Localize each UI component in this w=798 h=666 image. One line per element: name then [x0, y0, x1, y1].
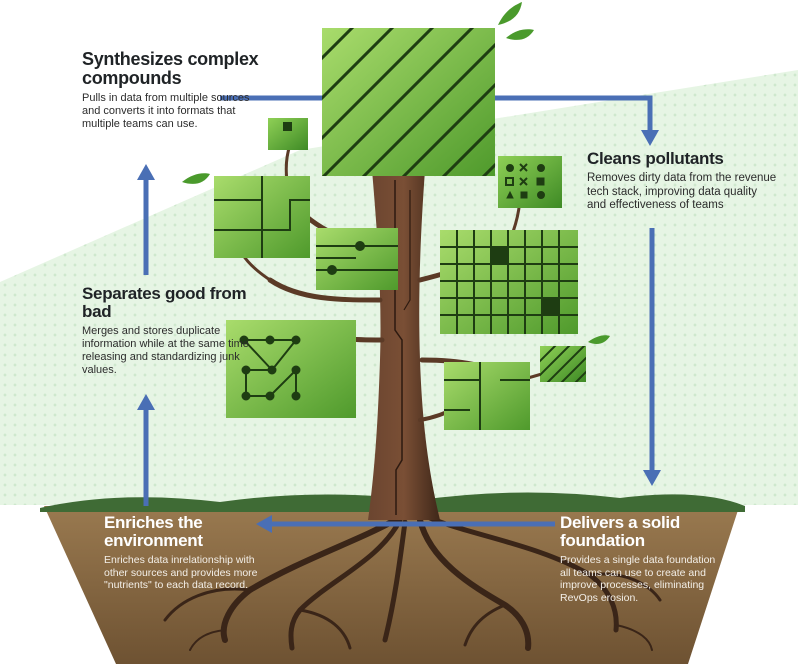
grid-icon [440, 230, 578, 334]
delivers-title: Delivers a solid foundation [560, 513, 680, 550]
enriches-title: Enriches the environment [104, 513, 203, 550]
enriches-block: Enriches the environment Enriches data i… [104, 514, 264, 592]
circuit-icon-2 [444, 362, 530, 430]
synthesizes-desc: Pulls in data from multiple sources and … [82, 92, 250, 130]
synthesizes-title: Synthesizes complex compounds [82, 49, 259, 88]
roots [163, 515, 662, 651]
canopy [182, 2, 610, 430]
delivers-desc: Provides a single data foundation all te… [560, 554, 716, 604]
stripes-icon [322, 28, 495, 176]
enriches-desc: Enriches data inrelationship with other … [104, 554, 258, 591]
leaf-icon [182, 2, 610, 344]
stripes-icon-small [540, 346, 586, 382]
circuit-icon [214, 176, 310, 258]
node-line-icon [316, 228, 398, 290]
synthesizes-block: Synthesizes complex compounds Pulls in d… [82, 50, 267, 131]
cleans-block: Cleans pollutants Removes dirty data fro… [587, 150, 777, 213]
cleans-desc: Removes dirty data from the revenue tech… [587, 172, 777, 211]
network-icon [226, 320, 356, 418]
symbols-icon [498, 156, 562, 208]
cleans-title: Cleans pollutants [587, 149, 724, 168]
arrow-heads [137, 130, 661, 533]
separates-block: Separates good from bad Merges and store… [82, 285, 250, 377]
separates-desc: Merges and stores duplicate information … [82, 325, 249, 376]
separates-title: Separates good from bad [82, 284, 247, 321]
delivers-block: Delivers a solid foundation Provides a s… [560, 514, 718, 604]
